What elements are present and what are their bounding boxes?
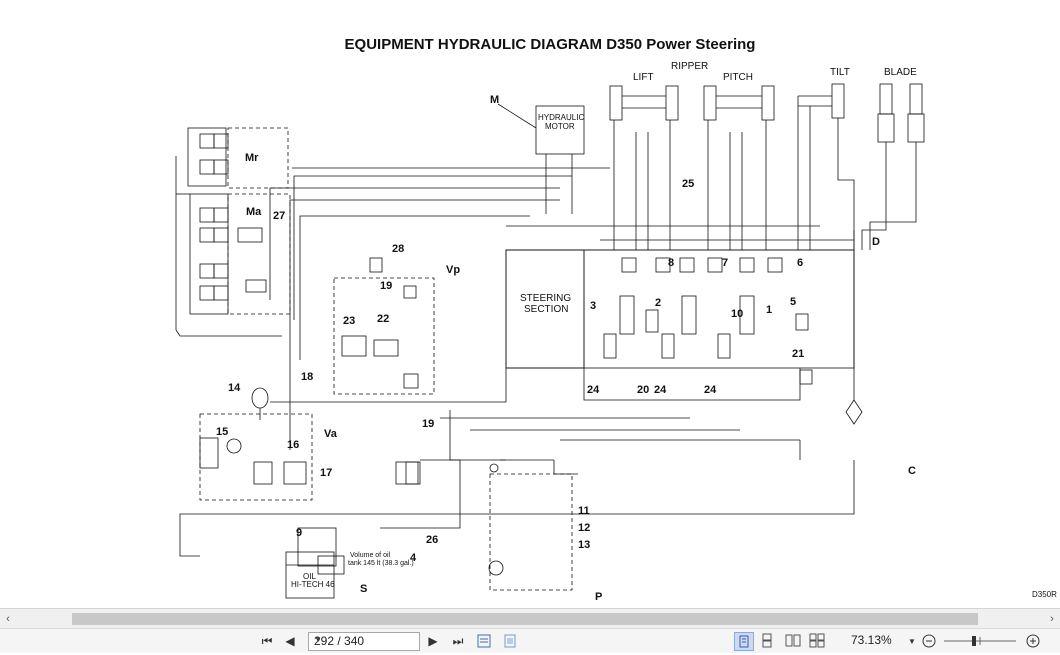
callout-19-top: 19: [380, 280, 393, 292]
pipes: [179, 96, 917, 557]
chevron-down-icon: ▼: [314, 635, 322, 644]
single-page-icon: [739, 635, 749, 648]
callout-24-a: 24: [587, 384, 600, 396]
callout-va: Va: [324, 428, 337, 440]
oil-tank: [285, 551, 335, 599]
continuous-page-icon: [762, 633, 772, 648]
tilt-cylinder: [798, 83, 845, 130]
horizontal-scrollbar[interactable]: ‹ ›: [0, 608, 1060, 629]
continuous-view-button[interactable]: [758, 632, 776, 649]
callout-14: 14: [228, 382, 241, 394]
callout-16: 16: [287, 439, 300, 451]
callout-26: 26: [426, 534, 439, 546]
callout-9: 9: [296, 527, 303, 539]
callout-d: D: [872, 236, 880, 248]
scrollbar-thumb[interactable]: [72, 613, 978, 625]
facing-pages-icon: [785, 634, 801, 647]
single-page-view-button[interactable]: [734, 632, 754, 651]
blade-cylinders: [877, 83, 925, 143]
accumulator: [251, 387, 269, 409]
callout-24-b: 24: [654, 384, 667, 396]
mr-valve-box: [187, 127, 227, 187]
callout-10: 10: [731, 308, 744, 320]
callout-1: 1: [766, 304, 773, 316]
callout-19-bottom: 19: [422, 418, 435, 430]
oil-label-2: HI-TECH 46: [291, 580, 335, 589]
callout-22: 22: [377, 313, 390, 325]
ma-valve-box: [189, 193, 229, 315]
callout-7: 7: [722, 257, 729, 269]
callout-24-c: 24: [704, 384, 717, 396]
scroll-left-icon[interactable]: ‹: [6, 613, 10, 625]
ripper-label: RIPPER: [671, 61, 709, 72]
fit-page-icon[interactable]: [474, 631, 494, 651]
lift-label: LIFT: [633, 72, 654, 83]
callout-12: 12: [578, 522, 591, 534]
pitch-label: PITCH: [723, 72, 753, 83]
zoom-value[interactable]: 73.13%: [851, 633, 892, 647]
first-page-icon[interactable]: ⏮: [261, 633, 273, 648]
blade-label: BLADE: [884, 67, 917, 78]
figure-code: D350R: [1032, 590, 1057, 599]
page-number-select[interactable]: 292 / 340 ▼: [308, 632, 420, 651]
callout-ma: Ma: [246, 206, 262, 218]
callout-2: 2: [655, 297, 662, 309]
hydraulic-diagram: [175, 83, 925, 599]
valve-spools: [603, 257, 809, 359]
facing-view-button[interactable]: [784, 632, 802, 649]
callout-3: 3: [590, 300, 597, 312]
callout-m: M: [490, 94, 500, 106]
last-page-icon[interactable]: ⏭: [452, 633, 464, 648]
tilt-label: TILT: [830, 67, 850, 78]
steering-label-2: SECTION: [524, 304, 569, 315]
callout-17: 17: [320, 467, 333, 479]
callout-s: S: [360, 583, 368, 595]
zoom-in-icon[interactable]: [1024, 631, 1042, 651]
callout-6: 6: [797, 257, 804, 269]
callout-p: P: [595, 591, 603, 603]
steering-label-1: STEERING: [520, 293, 572, 304]
oil-label-1: OIL: [303, 572, 316, 581]
callout-23: 23: [343, 315, 356, 327]
tank-volume-1: Volume of oil: [350, 552, 391, 559]
callout-21: 21: [792, 348, 805, 360]
vp-valve-box: [333, 277, 435, 395]
callout-vp: Vp: [446, 264, 461, 276]
scrollbar-track[interactable]: [16, 613, 1044, 625]
continuous-facing-view-button[interactable]: [808, 632, 826, 649]
callout-20: 20: [637, 384, 650, 396]
motor-label-2: MOTOR: [545, 122, 575, 131]
prev-page-icon[interactable]: ◀: [285, 634, 295, 648]
callout-25: 25: [682, 178, 695, 190]
continuous-facing-icon: [809, 633, 825, 648]
next-page-icon[interactable]: ▶: [428, 634, 438, 648]
pitch-cylinders: [703, 85, 775, 132]
callout-15: 15: [216, 426, 229, 438]
fit-width-icon[interactable]: [500, 631, 520, 651]
callout-28: 28: [392, 243, 405, 255]
callout-mr: Mr: [245, 152, 259, 164]
zoom-out-icon[interactable]: [920, 631, 938, 651]
lift-cylinders: [609, 85, 679, 132]
motor-label-1: HYDRAULIC: [538, 113, 585, 122]
callout-27: 27: [273, 210, 286, 222]
hydraulic-motor-box: [535, 105, 585, 155]
viewer-toolbar: ⏮ ◀ 292 / 340 ▼ ▶ ⏭ 73.13% ▼: [0, 628, 1060, 653]
tank-volume-2: tank 145 lt (38.3 gal.): [348, 560, 414, 567]
scroll-right-icon[interactable]: ›: [1050, 613, 1054, 625]
zoom-dropdown-icon[interactable]: ▼: [908, 636, 916, 646]
callout-11: 11: [578, 505, 590, 517]
callout-13: 13: [578, 539, 591, 551]
callout-4: 4: [410, 552, 417, 564]
page-indicator: 292 / 340: [314, 634, 365, 648]
callout-18: 18: [301, 371, 314, 383]
callout-c: C: [908, 465, 916, 477]
callout-5: 5: [790, 296, 797, 308]
diagram-title: EQUIPMENT HYDRAULIC DIAGRAM D350 Power S…: [344, 36, 756, 53]
document-page: EQUIPMENT HYDRAULIC DIAGRAM D350 Power S…: [175, 36, 1057, 603]
callout-8: 8: [668, 257, 675, 269]
zoom-slider[interactable]: [942, 631, 1018, 651]
p-valve-box: [489, 473, 573, 591]
